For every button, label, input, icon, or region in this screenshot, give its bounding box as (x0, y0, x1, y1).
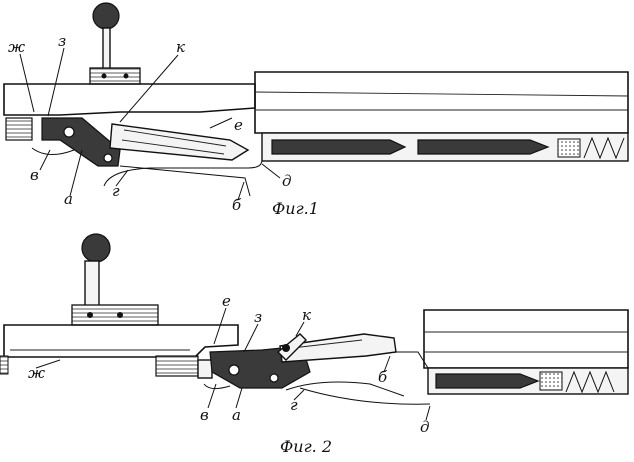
spring-v-1 (31, 147, 75, 155)
label-d-2: д (420, 418, 430, 436)
label-b-1: б (232, 196, 242, 214)
label-e-2: е (222, 292, 231, 310)
bolt-knob-2 (81, 233, 111, 263)
spring-b-2 (396, 351, 429, 369)
label-v-2: в (200, 406, 209, 424)
caption-figure-1: Фиг.1 (272, 199, 319, 218)
bolt-knob-1 (92, 2, 120, 30)
label-v-1: в (30, 166, 39, 184)
bolt-stem-2 (84, 260, 100, 308)
magazine-spring-2 (565, 370, 615, 394)
label-zh-2: ж (28, 364, 45, 382)
rod-d-2 (299, 387, 431, 405)
spring-g-1 (103, 159, 263, 187)
label-a-2: а (232, 406, 241, 424)
label-a-1: а (64, 190, 73, 208)
rod-b-1 (119, 165, 251, 197)
lever-arm-k-2 (276, 333, 307, 361)
caption-figure-2: Фиг. 2 (280, 437, 332, 456)
rear-sight-block-2 (71, 304, 159, 326)
label-zh-1: ж (8, 38, 25, 56)
carrier-lever-1 (41, 117, 121, 167)
carrier-cartridge-1 (109, 123, 250, 161)
label-k-2: к (302, 306, 311, 324)
figure-1: ж з к е в а г б д Фиг.1 (3, 2, 629, 218)
label-g-1: г (112, 182, 120, 200)
rear-sight-block-1 (89, 67, 141, 85)
spring-v-2 (203, 383, 231, 390)
label-g-2: г (290, 396, 298, 414)
barrel-housing-2 (423, 309, 629, 369)
figure-2: е з к ж б в а г д Фиг. 2 (0, 233, 629, 456)
bolt-stem-1 (102, 27, 111, 73)
cartridge-1b (417, 139, 550, 155)
label-d-1: д (282, 172, 292, 190)
receiver-2 (3, 324, 239, 358)
barrel-housing-1 (254, 71, 629, 134)
spring-g-2 (285, 381, 405, 397)
cartridge-1a (271, 139, 407, 155)
cartridge-2a (435, 373, 540, 389)
label-b-2: б (378, 368, 388, 386)
label-k-1: к (176, 38, 185, 56)
label-z-2: з (254, 308, 262, 326)
label-e-1: е (234, 116, 243, 134)
label-z-1: з (58, 32, 66, 50)
magazine-spring-1 (583, 136, 625, 160)
